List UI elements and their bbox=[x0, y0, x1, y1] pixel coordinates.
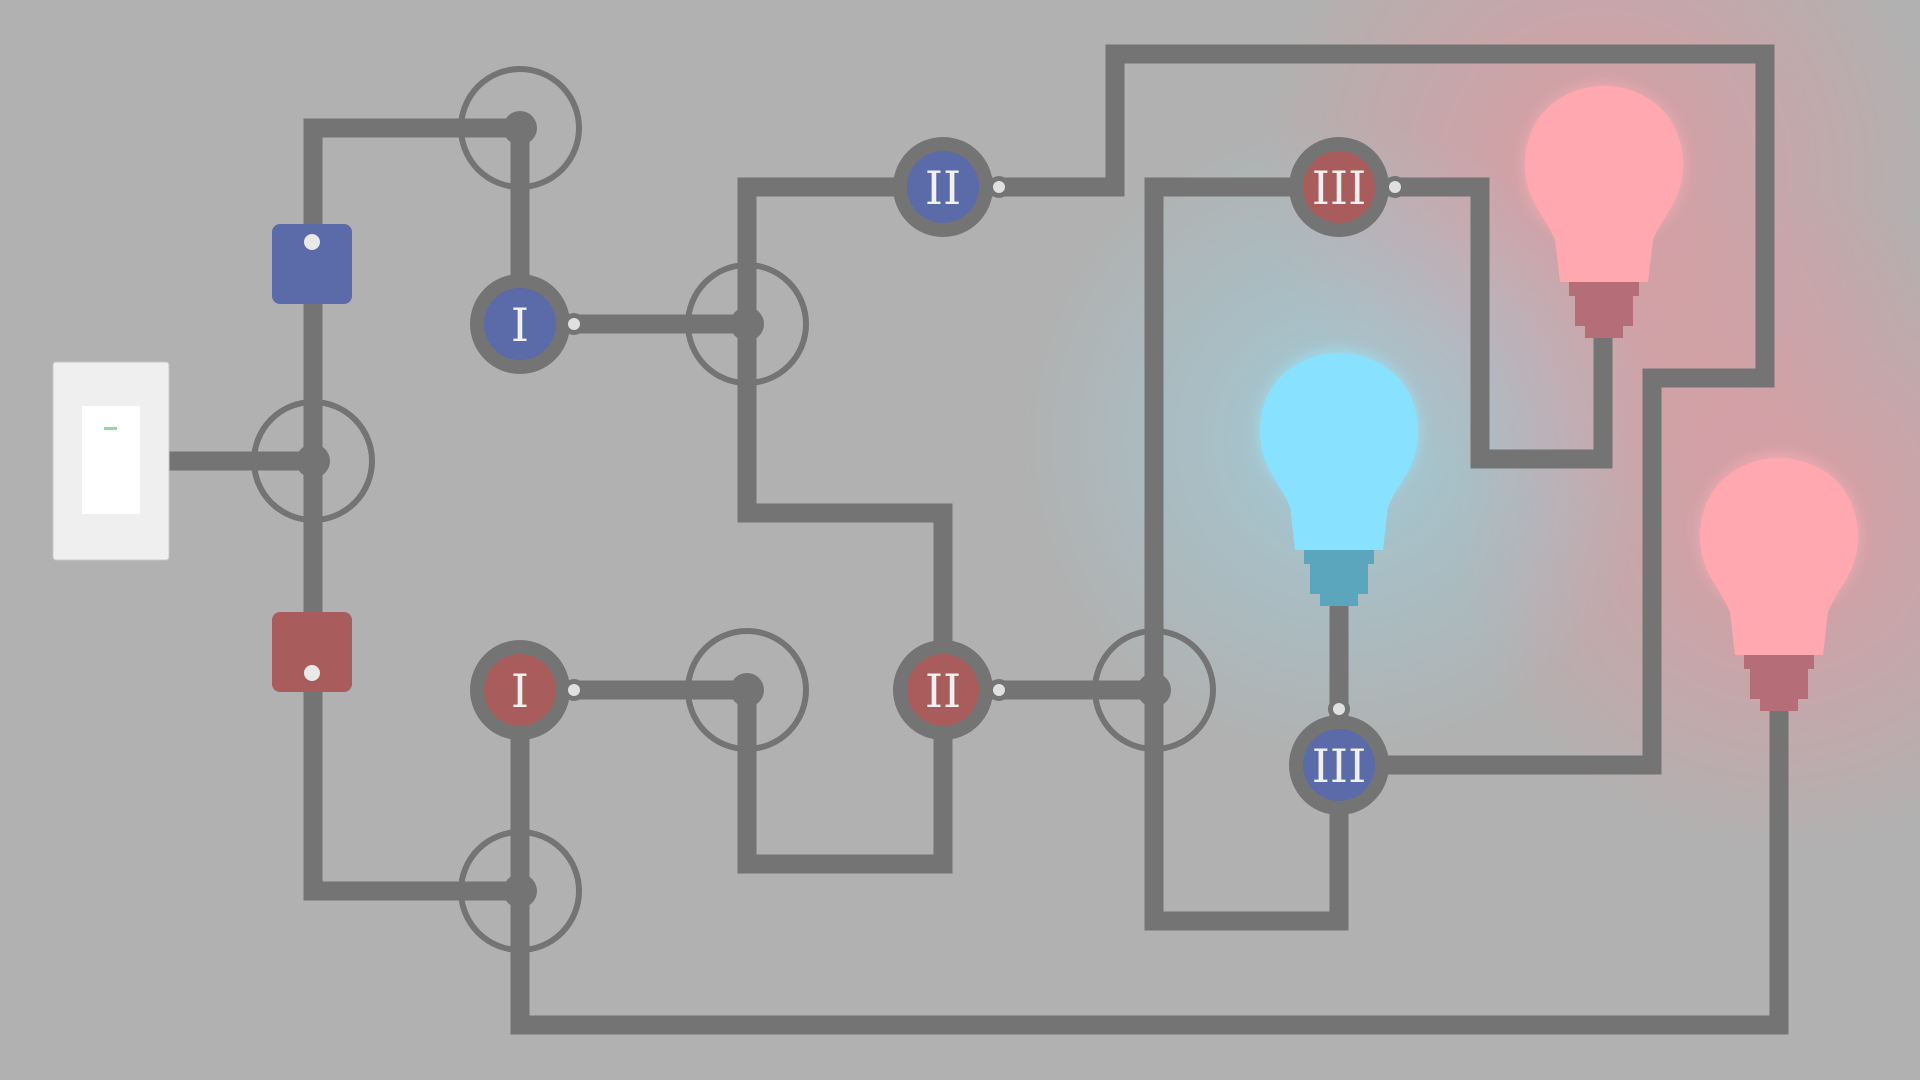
wire-bottom-to-right-bulb bbox=[510, 702, 1789, 1035]
gate-label: I bbox=[511, 664, 529, 718]
junctions bbox=[251, 66, 1216, 953]
gate-label: II bbox=[925, 161, 961, 215]
wire-left-bottom bbox=[303, 451, 530, 901]
gate-blue-3[interactable]: III bbox=[1289, 698, 1389, 815]
gate-red-2[interactable]: II bbox=[893, 640, 1010, 740]
junction-mid-bottom[interactable] bbox=[685, 628, 809, 752]
wire-junction-to-gate2 bbox=[737, 177, 953, 334]
blue-toggle-block-icon[interactable] bbox=[272, 224, 352, 304]
light-bulb-icon[interactable] bbox=[1697, 453, 1861, 711]
light-bulb-icon[interactable] bbox=[1522, 83, 1686, 338]
junction-left[interactable] bbox=[251, 399, 375, 523]
wire-red3-to-bulb bbox=[1329, 177, 1613, 469]
wire-gate2-blue-out bbox=[933, 44, 1775, 775]
junction-mid-top[interactable] bbox=[685, 262, 809, 386]
gate-label: I bbox=[511, 298, 529, 352]
gate-label: II bbox=[925, 664, 961, 718]
junction-bottom[interactable] bbox=[458, 829, 582, 953]
red-toggle-block-icon[interactable] bbox=[272, 612, 352, 692]
wire-junction-down bbox=[737, 314, 953, 700]
wall-switch-icon[interactable] bbox=[52, 361, 170, 561]
wire-left-top bbox=[303, 118, 530, 471]
wire-junction-loop bbox=[737, 680, 953, 874]
wire-junction-to-blue3 bbox=[1144, 680, 1349, 931]
gate-label: III bbox=[1312, 739, 1367, 793]
junction-right[interactable] bbox=[1092, 628, 1216, 752]
light-bulb-icon[interactable] bbox=[1257, 348, 1421, 606]
gate-red-3[interactable]: III bbox=[1289, 137, 1406, 237]
gate-label: III bbox=[1312, 161, 1367, 215]
gate-red-1[interactable]: I bbox=[470, 640, 585, 740]
gate-blue-2[interactable]: II bbox=[893, 137, 1010, 237]
junction-top[interactable] bbox=[458, 66, 582, 190]
gate-blue-1[interactable]: I bbox=[470, 274, 585, 374]
wire-junction-to-red3 bbox=[1144, 177, 1349, 700]
